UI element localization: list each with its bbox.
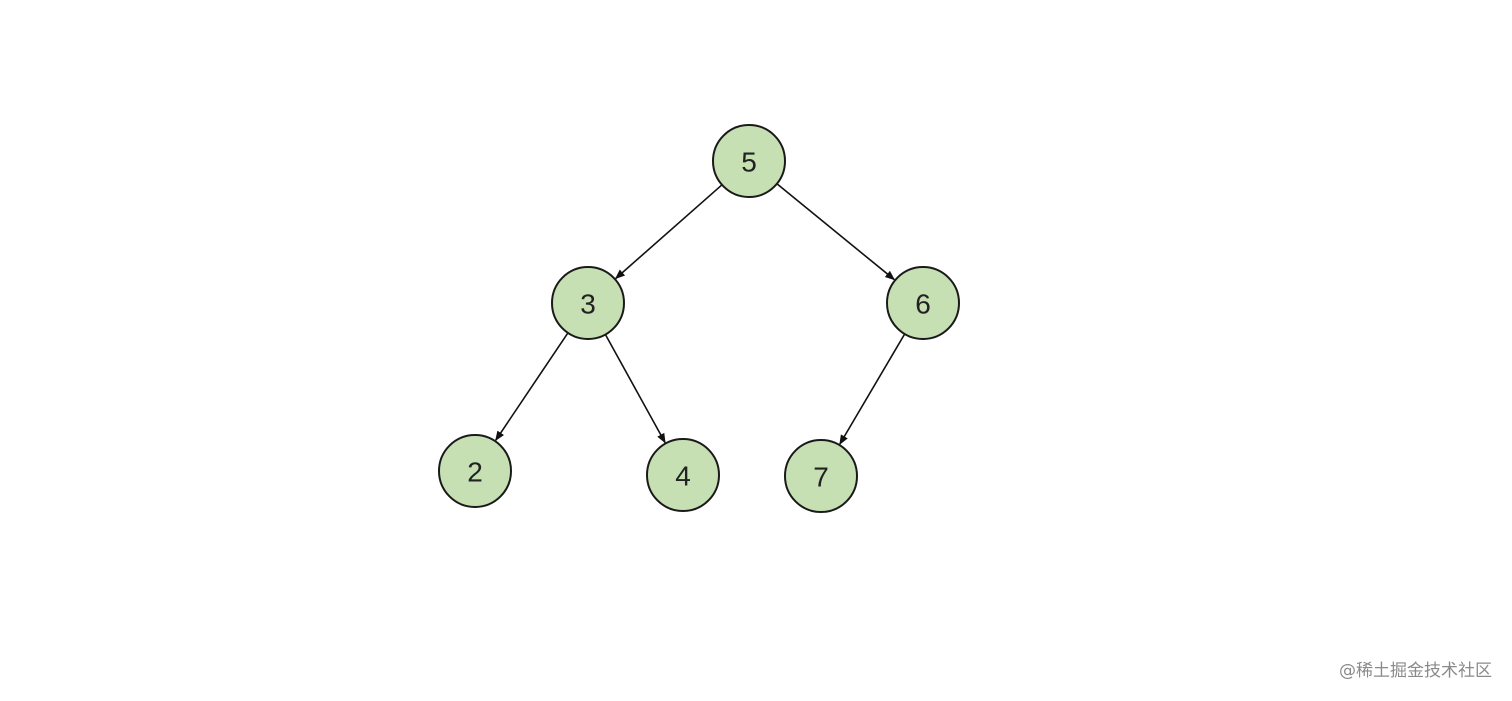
node-circle: [784, 439, 858, 513]
node-label: 4: [675, 461, 691, 492]
node-label: 6: [915, 289, 931, 320]
watermark-text: @稀土掘金技术社区: [1339, 661, 1492, 681]
edge-5-6: [776, 183, 896, 281]
node-circle: [712, 124, 786, 198]
node-label: 5: [741, 147, 757, 178]
node-circle: [646, 438, 720, 512]
node-label: 3: [580, 289, 596, 320]
tree-node-4: 4: [646, 438, 720, 512]
node-label: 7: [813, 462, 829, 493]
node-label: 2: [467, 457, 483, 488]
node-circle: [438, 434, 512, 508]
node-circle: [551, 266, 625, 340]
node-circle: [886, 266, 960, 340]
tree-node-2: 2: [438, 434, 512, 508]
edge-6-7: [839, 333, 906, 445]
edge-5-3: [614, 184, 723, 280]
edge-3-2: [495, 332, 569, 442]
tree-node-6: 6: [886, 266, 960, 340]
tree-node-3: 3: [551, 266, 625, 340]
nodes-layer: 5 3 6 2 4 7: [438, 124, 960, 513]
edges-layer: [495, 183, 906, 445]
tree-node-7: 7: [784, 439, 858, 513]
edge-3-4: [604, 334, 666, 444]
tree-node-5: 5: [712, 124, 786, 198]
